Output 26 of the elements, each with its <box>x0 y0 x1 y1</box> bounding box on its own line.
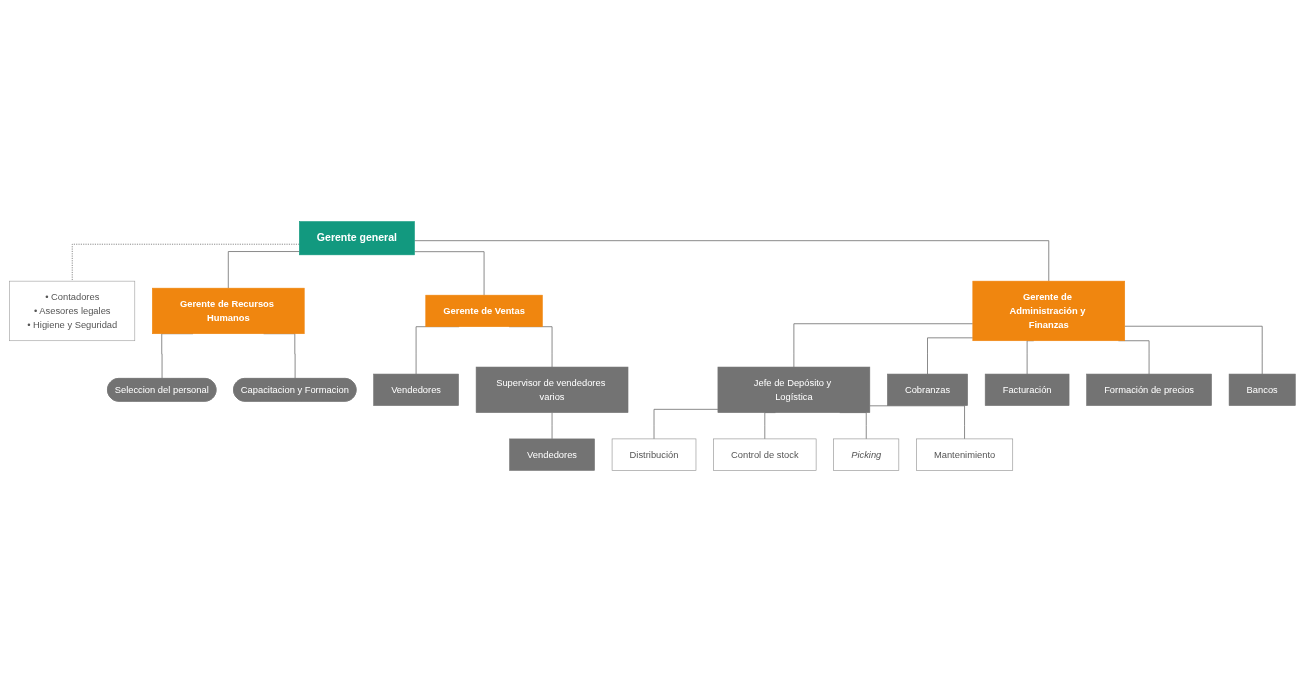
node-box: Distribución <box>611 438 697 471</box>
node-box: Control de stock <box>713 438 817 471</box>
connector <box>551 412 553 440</box>
node-box: Gerente general <box>299 221 415 256</box>
node-box: Mantenimiento <box>916 438 1014 471</box>
node-box: Jefe de Depósito y Logística <box>717 366 871 413</box>
connector <box>1124 325 1263 375</box>
connector <box>793 323 974 368</box>
connector <box>414 240 1050 282</box>
node-box: Gerente de Recursos Humanos <box>152 287 305 335</box>
node-box: Gerente de Administración y Finanzas <box>972 280 1125 342</box>
node-box: Gerente de Ventas <box>425 294 543 327</box>
connector <box>414 251 485 296</box>
node-box: Supervisor de vendedores varios <box>475 366 629 413</box>
node-box: • Contadores • Asesores legales • Higiene y Seguridad <box>9 280 136 342</box>
connector <box>927 337 974 375</box>
node-box: Bancos <box>1228 373 1296 406</box>
connector <box>653 408 719 440</box>
connector <box>71 243 300 282</box>
node-box: Formación de precios <box>1086 373 1212 406</box>
connector <box>227 251 300 289</box>
node-box: Facturación <box>984 373 1070 406</box>
node-box: Picking <box>833 438 900 471</box>
node-box: Vendedores <box>373 373 459 406</box>
node-box: Cobranzas <box>887 373 968 406</box>
node-box: Vendedores <box>509 438 595 471</box>
